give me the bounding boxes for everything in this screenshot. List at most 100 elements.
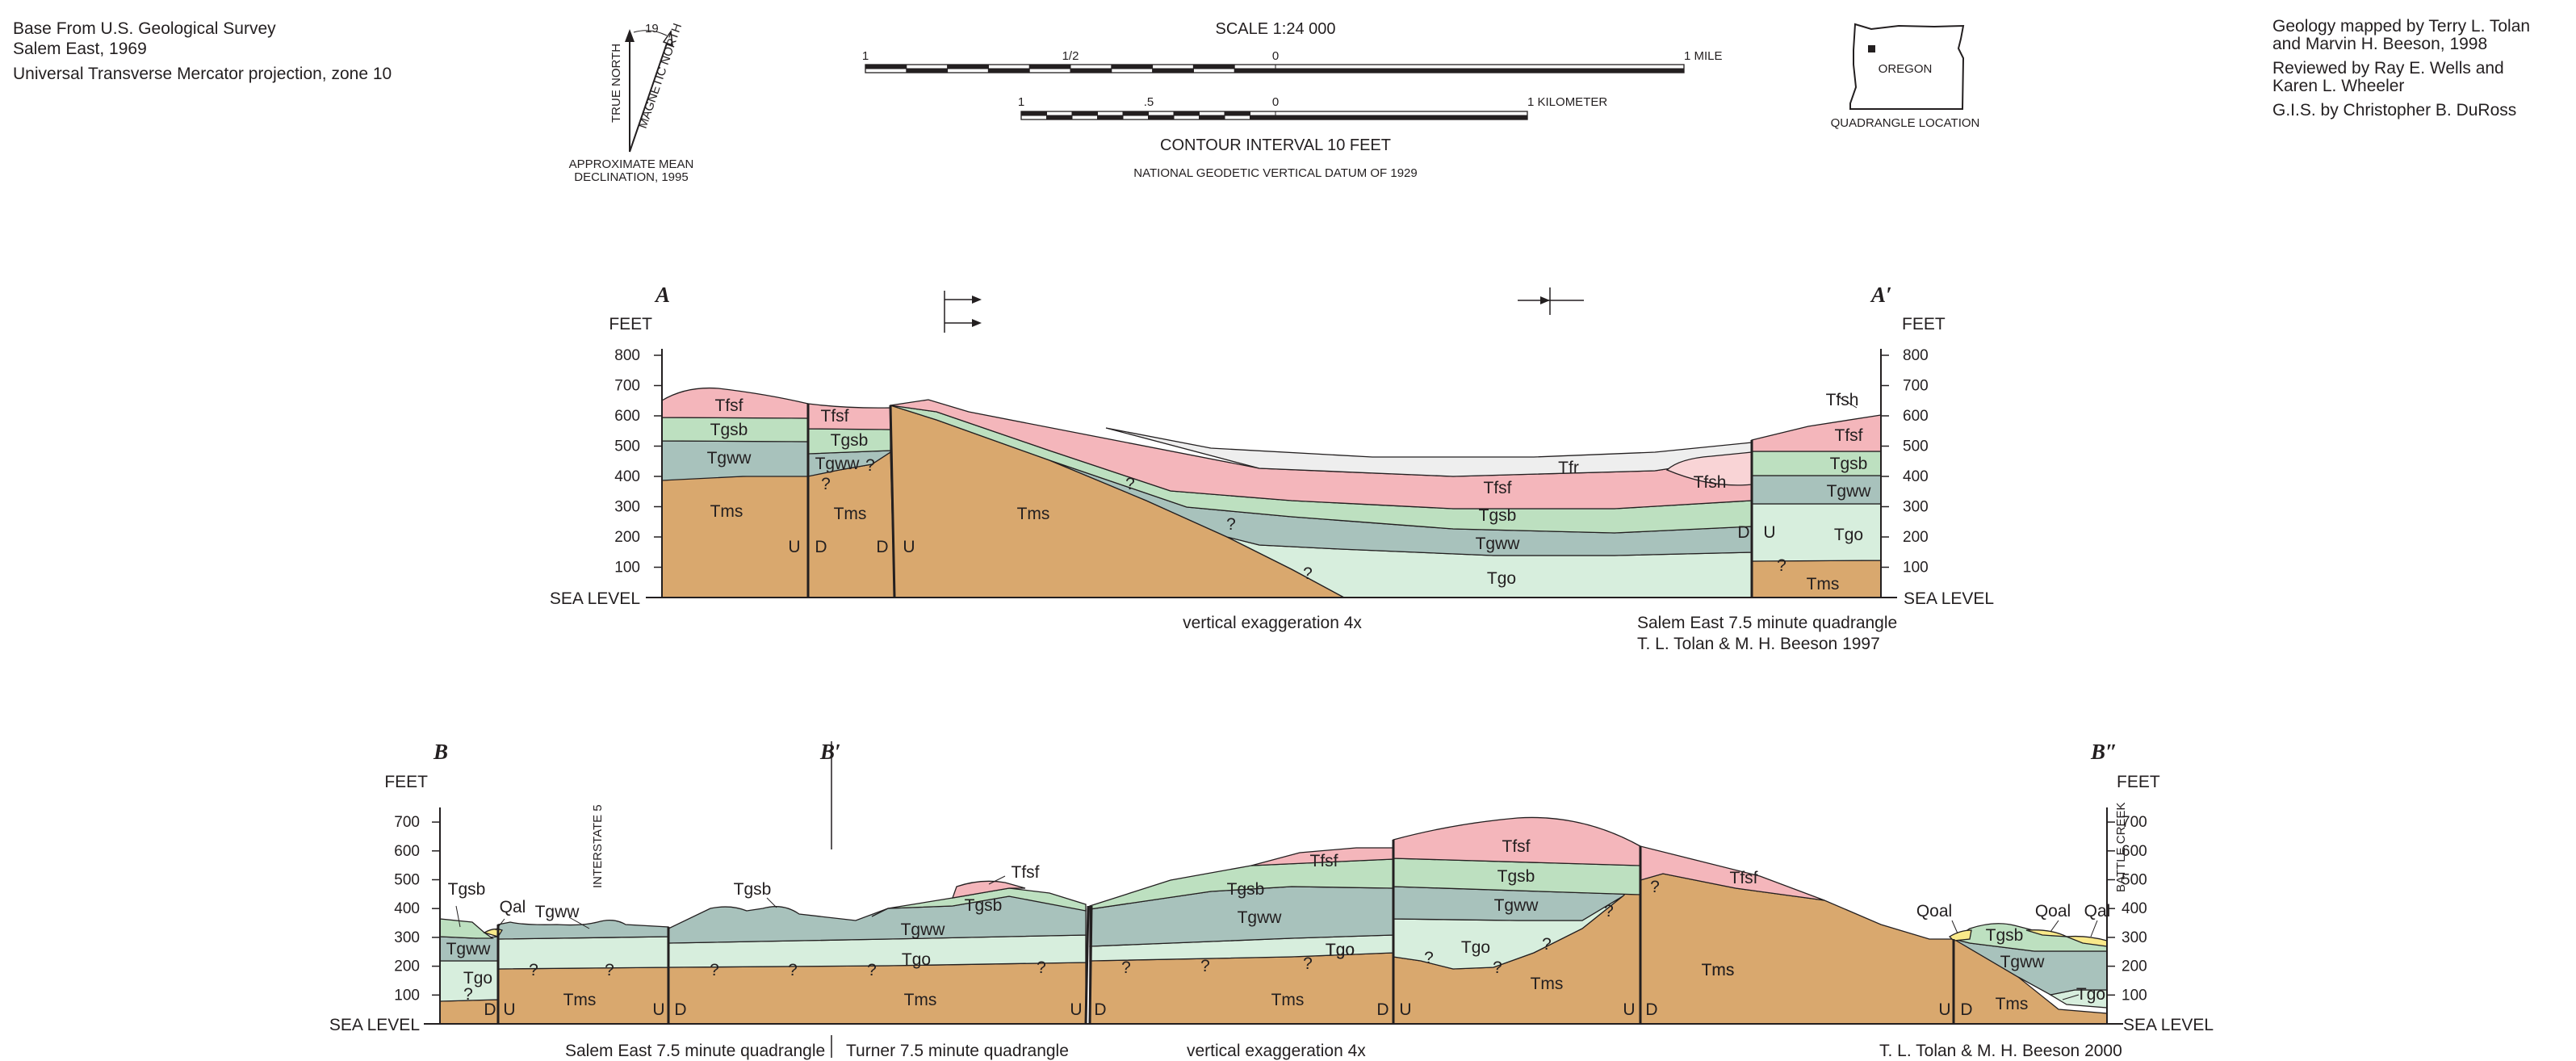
section-a-tick-left: 200 [614,529,640,546]
section-a-tick-right: 800 [1903,347,1929,364]
unit-label: Tgo [2076,985,2105,1004]
section-b-tick-left: 400 [394,900,420,917]
unit-label: Tgww [1494,896,1539,915]
km-label: 1 KILOMETER [1527,95,1607,109]
fault-motion-mark: U [1399,1000,1411,1019]
fault-motion-mark: U [652,1000,664,1019]
unit-label: Tfr [1558,459,1579,477]
section-a-sea-level-left: SEA LEVEL [550,589,640,608]
unit-label: Tgo [463,969,492,988]
query-mark: ? [1777,556,1786,575]
unit-label: Tgsb [710,421,748,439]
section-b-tick-left: 200 [394,958,420,975]
section-a-tick-left: 500 [614,438,640,455]
true-north-label: TRUE NORTH [609,44,623,123]
scale-title: SCALE 1:24 000 [1216,20,1336,38]
section-b-unit-labels: TgsbQalTgwwTgwwTgoTmsTgoTmsTgsbTgsbTgwwT… [446,837,2111,1013]
mapped-by-line-1: Geology mapped by Terry L. Tolan [2272,17,2531,36]
unit-label: Tgsb [734,880,772,899]
section-a-exaggeration: vertical exaggeration 4x [1183,614,1362,632]
mapped-by-credit: Geology mapped by Terry L. Tolan and Mar… [2272,18,2530,53]
section-a-query-marks: ?????? [821,456,1786,583]
section-a-tick-left: 700 [614,378,640,395]
section-b-start-label: B [433,740,448,764]
section-b-sea-level-left: SEA LEVEL [329,1016,420,1034]
declination-diagram: 19 TRUE NORTH MAGNETIC NORTH APPROXIMATE… [569,22,694,184]
mile-tick-1: 1 [862,49,869,63]
bend-arrow-icon [1540,296,1550,304]
quadrangle-marker [1868,45,1875,52]
unit-label: Tgsb [448,880,486,899]
query-mark: ? [867,961,877,979]
unit-label: Tms [563,991,597,1009]
magnetic-north-label: MAGNETIC NORTH [636,22,685,131]
b6-tfsf [1640,845,1825,901]
section-a-tick-left: 800 [614,347,640,364]
section-a-source-2: T. L. Tolan & M. H. Beeson 1997 [1637,635,1880,653]
declination-caption-2: DECLINATION, 1995 [574,170,688,184]
b1-tgsb [439,918,495,939]
unit-label: Qal [2084,902,2111,921]
section-a-tick-right: 500 [1903,438,1929,455]
query-mark: ? [710,961,719,979]
km-scale-bar [1020,111,1528,120]
section-b-tick-left: 100 [394,987,420,1004]
north-arrowhead-icon [625,29,635,42]
unit-label: Tgsb [1830,455,1868,473]
b3-tgww [668,895,1087,944]
b3-tgsb [871,887,1087,917]
section-b-tick-right: 600 [2122,843,2147,860]
fault-motion-mark: D [1737,523,1749,542]
direction-arrow-icon [972,319,982,327]
section-b-tick-left: 500 [394,872,420,889]
fault-motion-mark: U [788,538,800,556]
mile-tick-half: 1/2 [1062,49,1079,63]
unit-label: Tfsf [821,407,849,426]
query-mark: ? [529,961,538,979]
unit-label: Tgsb [831,431,869,450]
section-a-tick-right: 300 [1903,499,1929,516]
unit-label: Tfsh [1826,391,1859,409]
unit-label: Tfsf [1484,479,1512,497]
query-mark: ? [1125,475,1135,493]
query-mark: ? [1303,954,1313,973]
b3-tfsf [952,880,1026,899]
base-source-line-2: Salem East, 1969 [13,40,147,58]
unit-label: Tms [1702,961,1735,979]
declination-caption-1: APPROXIMATE MEAN [569,157,694,171]
section-a-tick-right: 100 [1903,560,1929,577]
unit-label: Tfsf [1012,863,1040,882]
mile-tick-0: 0 [1272,49,1279,63]
magnetic-arrowhead-icon [662,29,673,47]
reviewed-by-credit: Reviewed by Ray E. Wells and Karen L. Wh… [2272,60,2530,95]
b2-tgo [497,936,669,970]
section-b-leaders [455,395,2098,1000]
unit-label: Tgsb [1479,506,1517,525]
fault-motion-mark: U [1763,523,1775,542]
section-b-mid-label: B′ [819,740,841,764]
section-b-source: T. L. Tolan & M. H. Beeson 2000 [1879,1042,2122,1060]
quadrangle-label-2: Turner 7.5 minute quadrangle [846,1042,1069,1060]
contour-interval: CONTOUR INTERVAL 10 FEET [1160,136,1391,154]
fault-motion-mark: D [484,1000,496,1019]
section-b-tick-right: 300 [2122,929,2147,946]
query-mark: ? [1650,878,1660,896]
unit-label: Tfsf [715,396,743,415]
query-mark: ? [1604,902,1614,921]
section-a-feet-right: FEET [1902,315,1946,333]
fault-motion-mark: D [1094,1000,1106,1019]
query-mark: ? [463,985,473,1004]
unit-label: Tgsb [1497,867,1535,886]
mapped-by-line-2: and Marvin H. Beeson, 1998 [2272,35,2488,53]
declination-arc [633,30,668,36]
magnetic-north-arrow [629,36,670,153]
interstate-label: INTERSTATE 5 [591,804,605,888]
km-tick-1: 1 [1018,95,1024,109]
query-mark: ? [1542,935,1552,954]
unit-label: Qoal [2035,902,2071,921]
b5-tfsf [1393,816,1641,866]
unit-label: Tgo [902,950,931,969]
